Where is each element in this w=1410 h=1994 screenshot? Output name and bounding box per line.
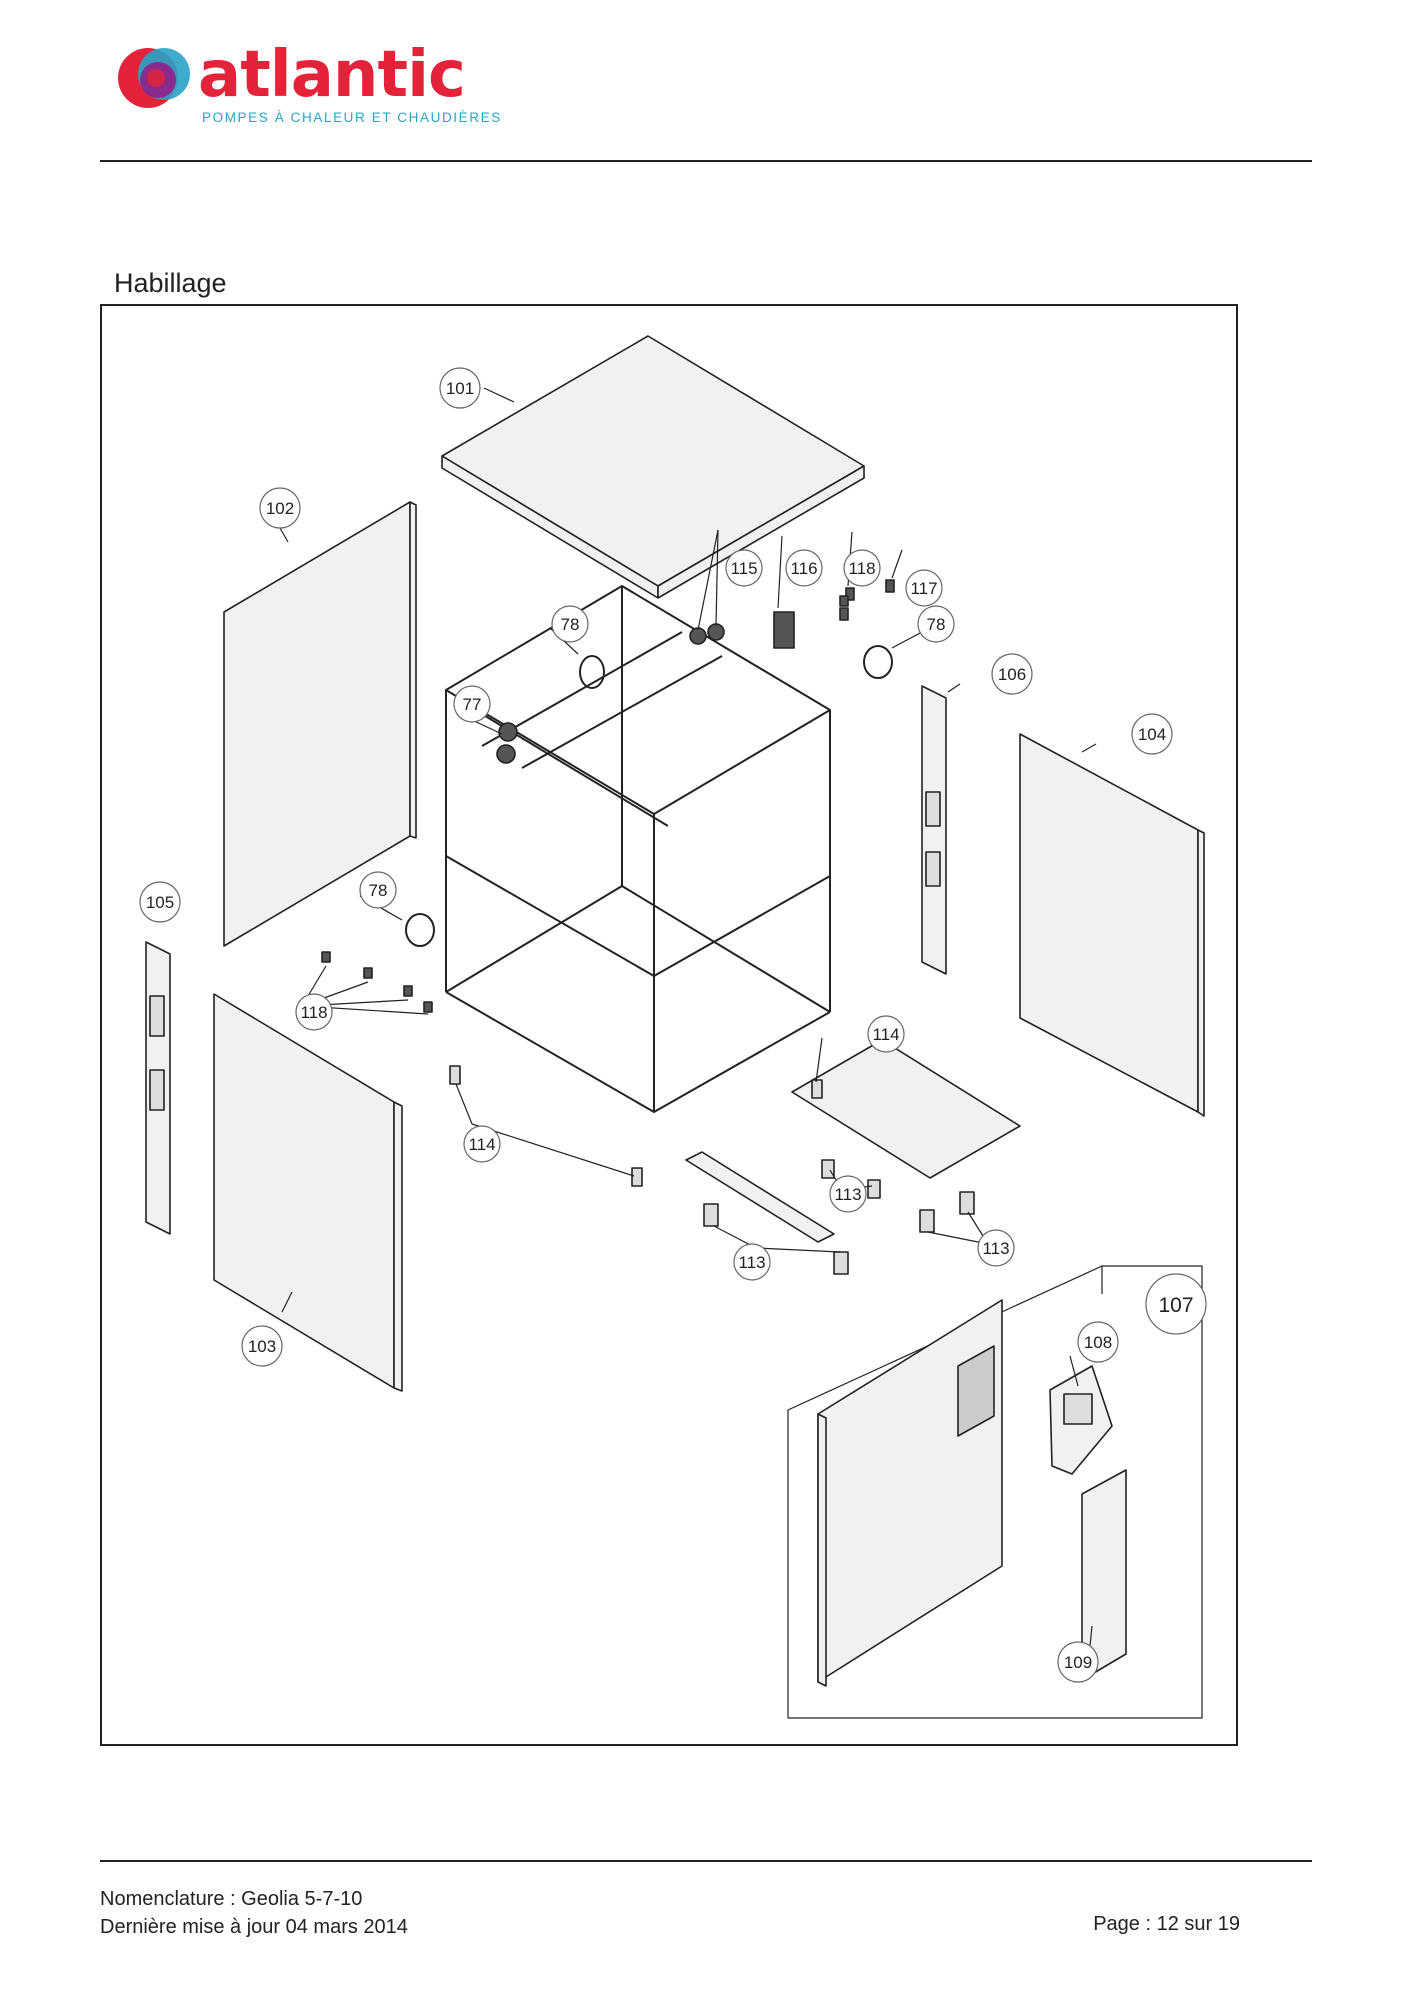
part-102-side-panel (223, 501, 417, 947)
svg-text:77: 77 (463, 695, 482, 714)
header-divider (100, 160, 1312, 162)
ring-parts (405, 645, 893, 947)
callout-115: 115 (725, 549, 763, 587)
svg-text:104: 104 (1138, 725, 1166, 744)
svg-text:106: 106 (998, 665, 1026, 684)
svg-text:114: 114 (872, 1025, 899, 1044)
svg-text:103: 103 (248, 1337, 276, 1356)
chassis-frame (445, 585, 831, 1113)
svg-text:78: 78 (561, 615, 580, 634)
svg-text:113: 113 (982, 1239, 1009, 1258)
callout-105: 105 (139, 881, 181, 923)
callout-113-c: 113 (733, 1243, 771, 1281)
callout-78-a: 78 (551, 605, 589, 643)
callout-109: 109 (1057, 1641, 1099, 1683)
callout-114-b: 114 (463, 1125, 501, 1163)
footer-nomenclature: Nomenclature : Geolia 5-7-10 (100, 1888, 363, 1910)
svg-text:113: 113 (834, 1185, 861, 1204)
part-103-front-panel (213, 993, 403, 1392)
callout-108: 108 (1077, 1321, 1119, 1363)
callout-118-a: 118 (843, 549, 881, 587)
footer-divider (100, 1860, 1312, 1862)
callout-78-c: 78 (359, 871, 397, 909)
svg-text:107: 107 (1158, 1294, 1193, 1317)
callout-107: 107 (1145, 1273, 1207, 1335)
callout-116: 116 (785, 549, 823, 587)
exploded-view-diagram: 101 102 103 104 105 106 107 108 109 113 … (139, 335, 1207, 1719)
svg-text:114: 114 (468, 1135, 495, 1154)
svg-text:118: 118 (300, 1003, 327, 1022)
svg-text:117: 117 (910, 579, 937, 598)
connector-parts (321, 579, 895, 1013)
callout-113-a: 113 (829, 1175, 867, 1213)
callout-78-b: 78 (917, 605, 955, 643)
part-105-strip (145, 941, 171, 1235)
footer-page-number: Page : 12 sur 19 (1093, 1913, 1240, 1935)
part-108-display (1049, 1365, 1113, 1475)
callout-118-b: 118 (295, 993, 333, 1031)
callout-104: 104 (1131, 713, 1173, 755)
svg-text:102: 102 (266, 499, 294, 518)
feet-spacers (449, 1065, 975, 1275)
callout-114-a: 114 (867, 1015, 905, 1053)
svg-text:101: 101 (446, 379, 474, 398)
base-tray (685, 1039, 1021, 1243)
svg-text:115: 115 (730, 559, 757, 578)
part-106-strip (921, 685, 947, 975)
callout-77: 77 (453, 685, 491, 723)
atlantic-logo: atlantic POMPES À CHALEUR ET CHAUDIÈRES (112, 38, 500, 128)
svg-text:78: 78 (369, 881, 388, 900)
logo-mark-icon (118, 48, 190, 108)
svg-text:78: 78 (927, 615, 946, 634)
svg-text:109: 109 (1064, 1653, 1092, 1672)
part-101-top-panel (441, 335, 865, 599)
brand-tagline: POMPES À CHALEUR ET CHAUDIÈRES (202, 110, 502, 125)
svg-text:108: 108 (1084, 1333, 1112, 1352)
callout-113-b: 113 (977, 1229, 1015, 1267)
svg-text:118: 118 (848, 559, 875, 578)
svg-text:105: 105 (146, 893, 174, 912)
callout-102: 102 (259, 487, 301, 529)
callouts: 101 102 103 104 105 106 107 108 109 113 … (139, 367, 1207, 1683)
section-title: Habillage (114, 268, 227, 298)
exploded-diagram-frame: 101 102 103 104 105 106 107 108 109 113 … (100, 304, 1238, 1746)
callout-101: 101 (439, 367, 481, 409)
svg-text:116: 116 (790, 559, 817, 578)
callout-106: 106 (991, 653, 1033, 695)
part-109-cover (1081, 1469, 1127, 1681)
callout-103: 103 (241, 1325, 283, 1367)
part-104-side-panel (1019, 733, 1205, 1117)
svg-text:113: 113 (738, 1253, 765, 1272)
footer-meta: Nomenclature : Geolia 5-7-10 Dernière mi… (100, 1885, 408, 1941)
part-107-front-assembly (787, 1265, 1203, 1719)
brand-name: atlantic (198, 38, 466, 112)
footer-updated: Dernière mise à jour 04 mars 2014 (100, 1916, 408, 1938)
callout-117: 117 (905, 569, 943, 607)
